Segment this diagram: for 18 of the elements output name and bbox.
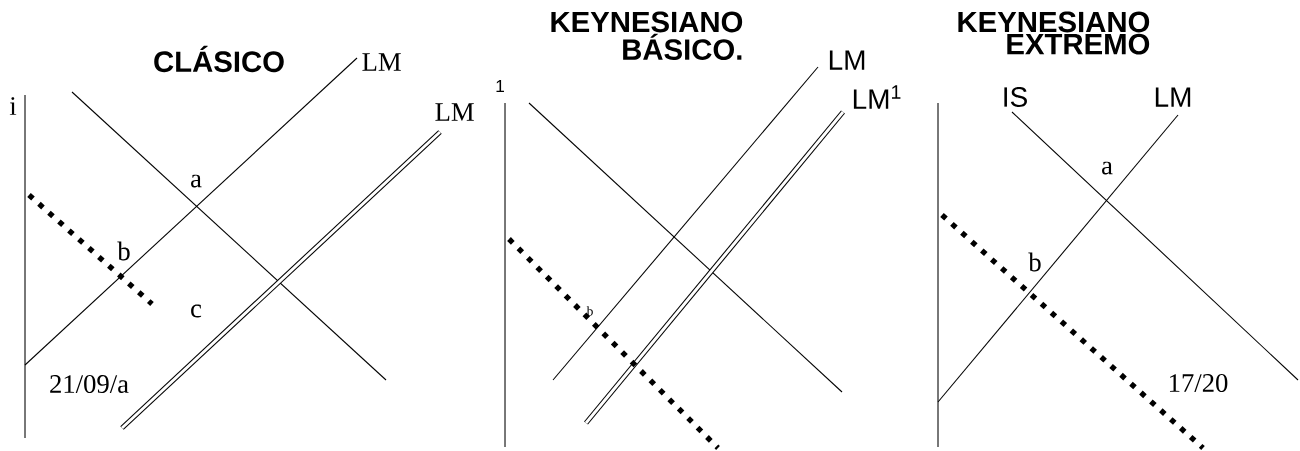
panel-title: CLÁSICO [154,45,284,73]
curve-label: LM$^{1}$ [853,85,901,109]
curve-label: LM [829,50,865,70]
curve-label: IS [1004,87,1027,107]
page-note: 17/20 [1170,374,1228,392]
point-label: b [1028,252,1041,272]
point-label: c [191,304,202,318]
curve-label: LM [362,53,401,71]
point-label: a [191,174,202,188]
point-label: a [1102,161,1113,175]
curve-label: LM [435,103,474,121]
axis-label: i [9,97,17,115]
date-note: 21/09/a [50,375,129,393]
panel-title: KEYNESIANO EXTREMO [958,11,1150,55]
axis-label: 1 [496,80,504,92]
point-label: b [117,241,130,261]
curve-label: LM [1155,87,1191,107]
panel-title: KEYNESIANO BÁSICO. [551,11,743,60]
